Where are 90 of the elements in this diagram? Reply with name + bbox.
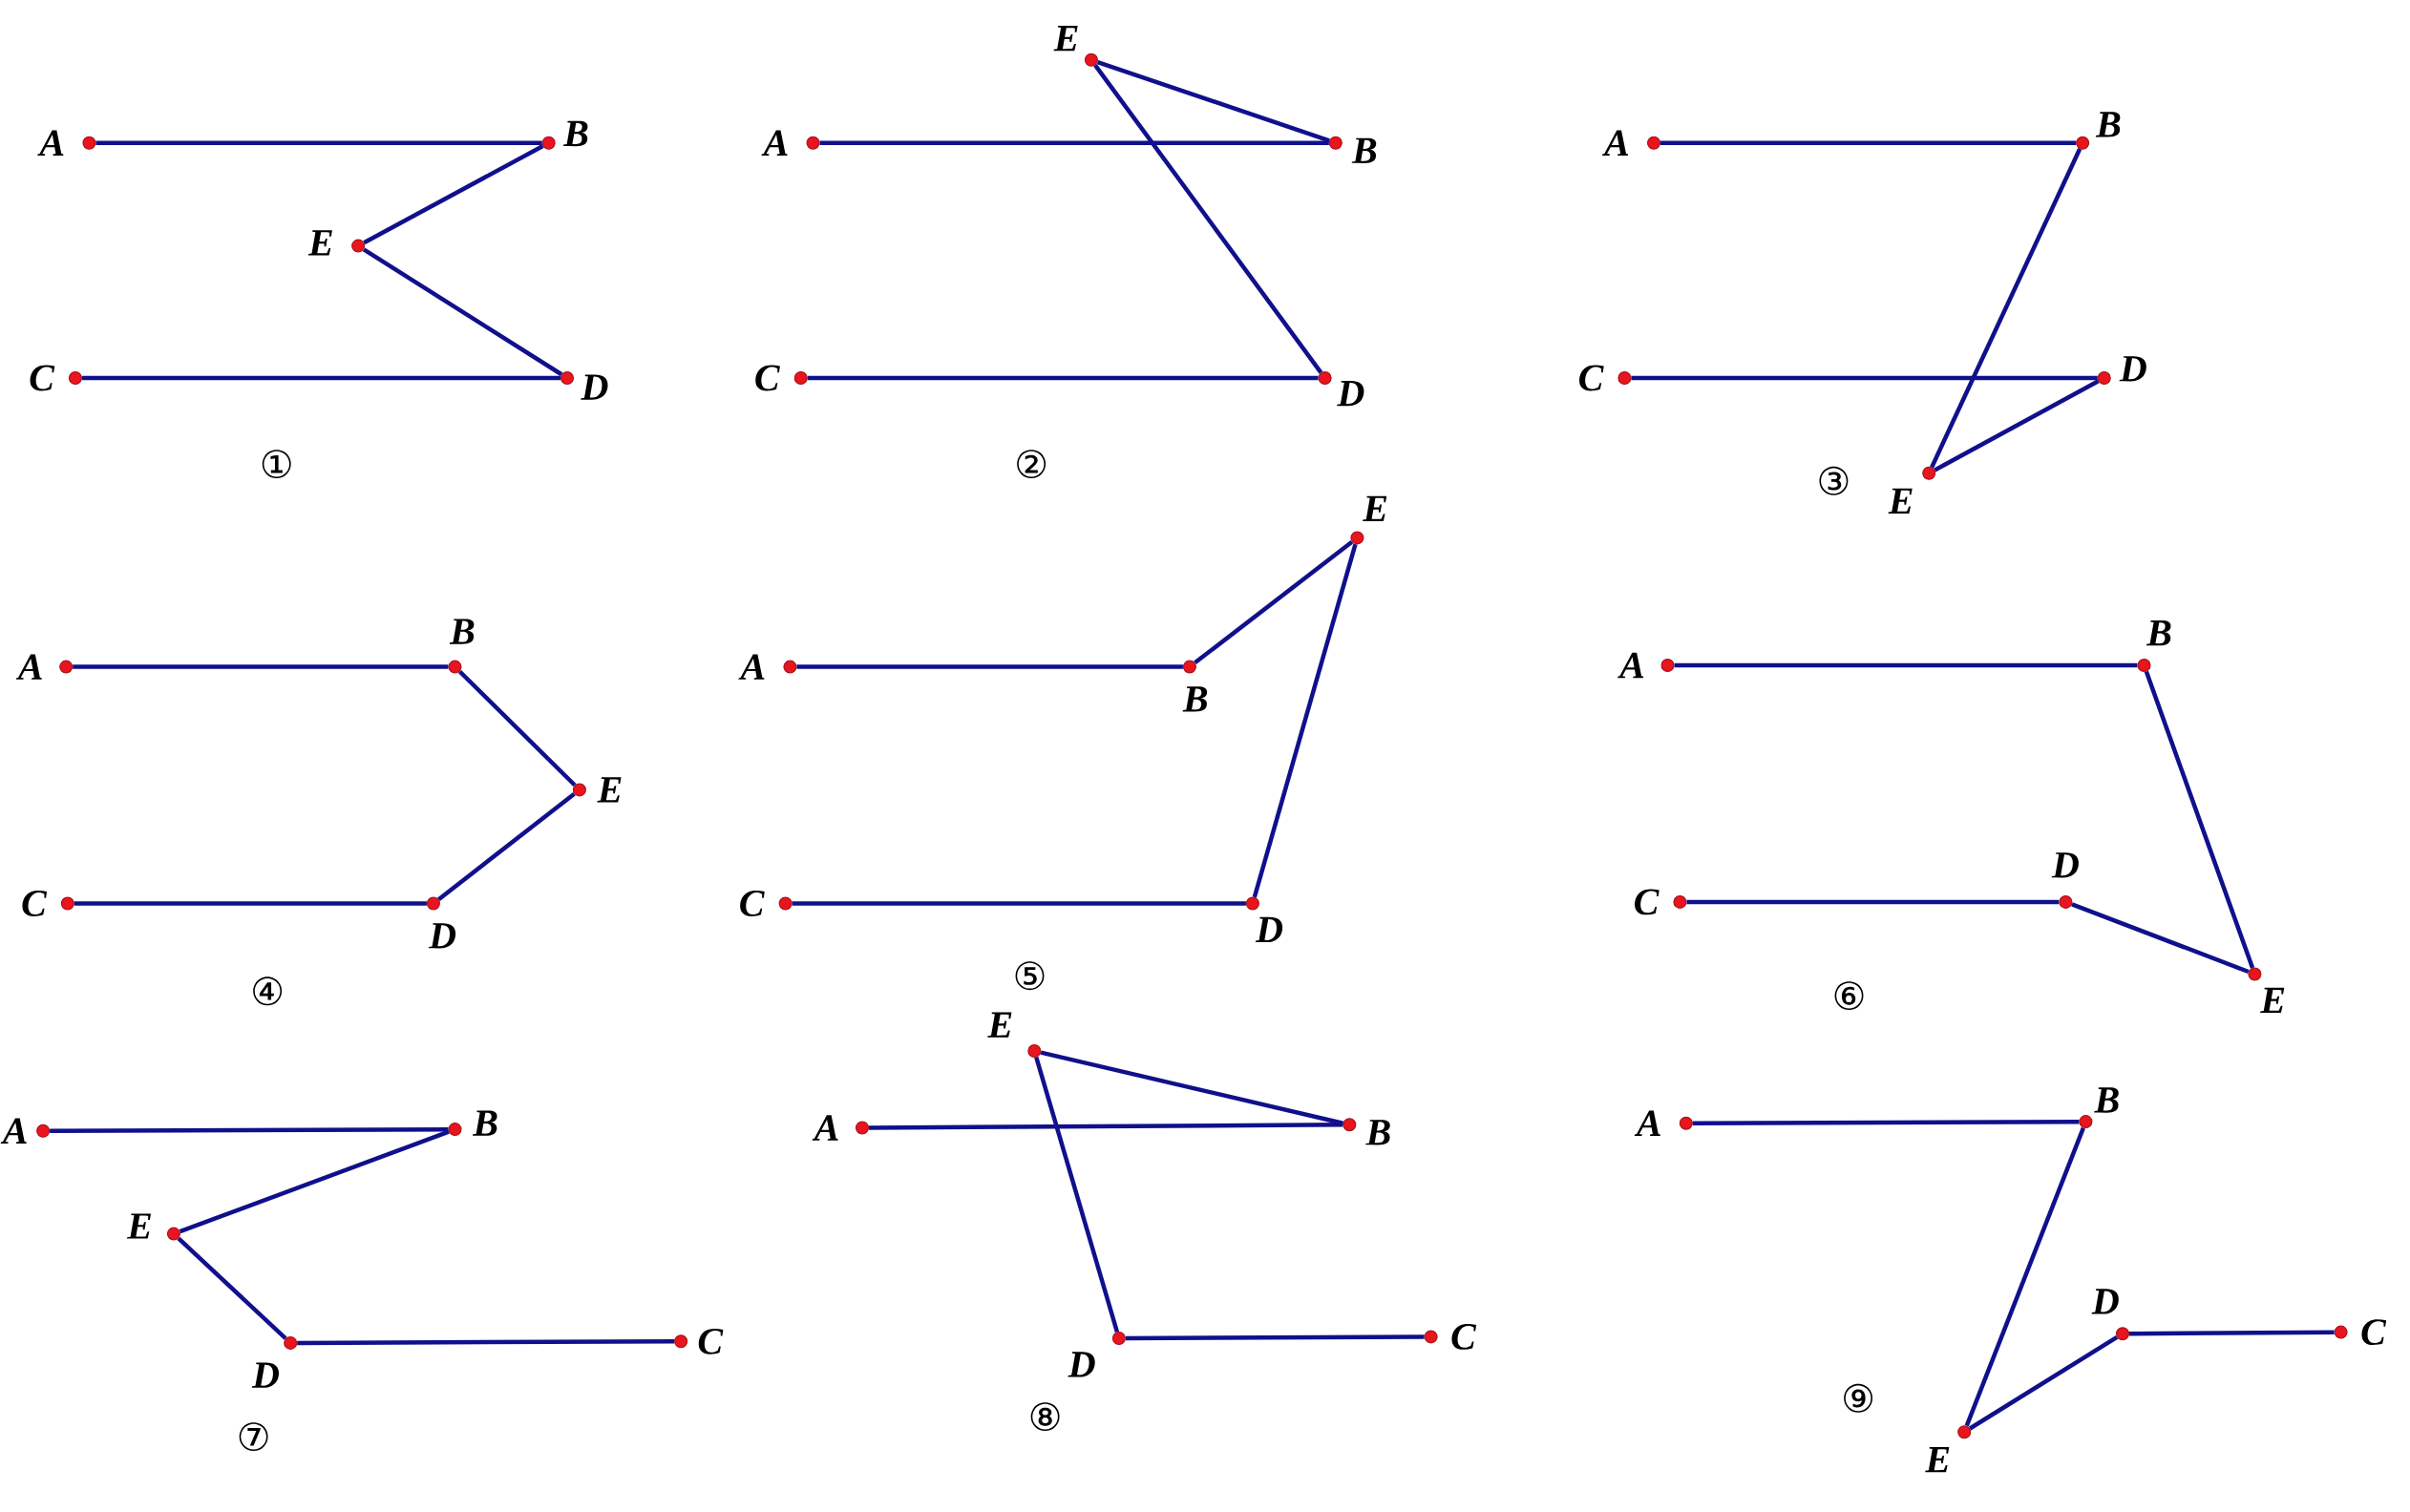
line-segment	[81, 375, 560, 381]
point-label: E	[307, 230, 332, 256]
point-label: B	[2094, 1087, 2119, 1113]
line-segment	[1093, 64, 1323, 374]
point-label: E	[2260, 987, 2285, 1013]
point-label: C	[1635, 889, 1660, 915]
point-label: E	[1888, 488, 1913, 514]
line-segment	[1964, 1126, 2085, 1427]
line-segment	[362, 247, 563, 377]
point-label: C	[22, 891, 48, 916]
point-label: D	[581, 374, 608, 400]
panel-number: ⑥	[1834, 981, 1864, 1011]
line-segment	[869, 1123, 1343, 1130]
line-segment	[1194, 539, 1354, 665]
point-label: A	[37, 130, 64, 156]
line-segment	[1934, 379, 2100, 472]
point-label: D	[428, 923, 456, 949]
line-segment	[363, 144, 544, 245]
point-label: D	[1337, 380, 1364, 407]
panel-number: ⑧	[1030, 1402, 1060, 1432]
panel-number: ④	[253, 976, 283, 1006]
point-label: C	[755, 365, 780, 391]
point-label: D	[2051, 852, 2079, 878]
point-label: B	[473, 1110, 497, 1136]
line-segment	[437, 791, 576, 901]
point-label: B	[449, 619, 475, 644]
line-segment	[792, 901, 1246, 906]
line-segment	[1096, 59, 1330, 143]
point-label: C	[740, 891, 765, 916]
point-label: B	[2095, 112, 2121, 137]
point-label: D	[251, 1362, 279, 1388]
point-label: E	[987, 1012, 1012, 1038]
point-label: C	[1579, 365, 1604, 391]
line-segment	[95, 140, 542, 145]
line-segment	[819, 140, 1329, 145]
point-label: C	[30, 365, 55, 391]
point-label: E	[126, 1213, 152, 1239]
panel-number: ⑨	[1844, 1383, 1873, 1413]
point-label: C	[698, 1328, 724, 1354]
line-segment	[1930, 148, 2082, 469]
line-segment	[1040, 1050, 1343, 1125]
point-label: B	[1351, 137, 1377, 163]
point-label: B	[562, 120, 588, 147]
line-segment	[179, 1129, 450, 1234]
point-label: B	[1365, 1120, 1390, 1145]
point-label: A	[812, 1115, 838, 1141]
line-segment	[796, 664, 1183, 669]
line-segment	[457, 669, 577, 788]
line-segment	[2071, 902, 2250, 975]
panel-number: ①	[262, 450, 291, 479]
line-segment	[50, 1126, 449, 1133]
line-segment	[1252, 543, 1358, 898]
point-label: E	[1053, 26, 1078, 52]
line-segment	[2129, 1330, 2335, 1336]
point-label: A	[15, 654, 42, 680]
point-label: A	[0, 1118, 27, 1144]
line-segment	[807, 375, 1319, 381]
line-segment	[1034, 1057, 1120, 1333]
line-segment	[2144, 670, 2255, 969]
line-segment	[1631, 375, 2098, 381]
point-label: D	[1068, 1352, 1095, 1377]
line-segment	[1660, 140, 2077, 145]
point-label: C	[1451, 1324, 1477, 1350]
point-label: E	[597, 777, 622, 803]
point-label: B	[1182, 686, 1208, 712]
point-label: A	[1634, 1110, 1660, 1136]
point-label: D	[1255, 916, 1283, 943]
point-label: B	[2146, 620, 2171, 646]
line-segment	[1686, 899, 2060, 905]
point-label: A	[1602, 130, 1629, 156]
line-segment	[297, 1339, 675, 1346]
point-label: E	[1363, 495, 1387, 521]
point-label: A	[738, 654, 765, 680]
panel-number: ②	[1017, 450, 1046, 479]
point-label: D	[2119, 356, 2146, 382]
line-segment	[1692, 1119, 2080, 1125]
line-segment	[1969, 1335, 2119, 1431]
panel-number: ⑤	[1015, 961, 1045, 991]
line-segment	[74, 901, 427, 906]
panel-number: ⑦	[239, 1422, 268, 1452]
line-segment	[177, 1236, 287, 1340]
line-segment	[1125, 1334, 1425, 1341]
point-label: E	[1925, 1447, 1950, 1473]
point-label: A	[761, 130, 788, 156]
line-segment	[73, 664, 449, 669]
point-label: D	[2091, 1289, 2119, 1314]
point-label: C	[2361, 1319, 2387, 1346]
point-label: A	[1617, 652, 1644, 679]
panel-number: ③	[1819, 466, 1849, 495]
line-segment	[1674, 662, 2138, 668]
